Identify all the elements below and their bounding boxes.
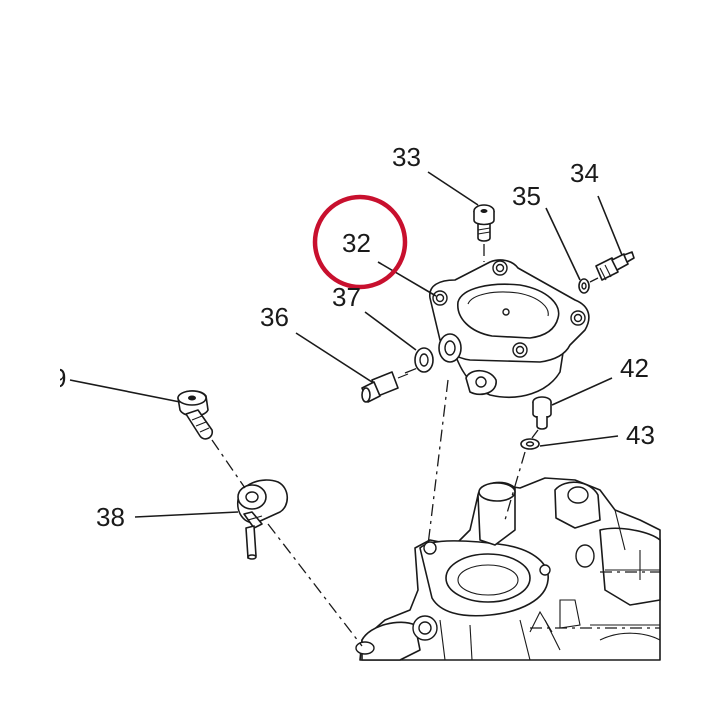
callout-43[interactable]: 43 — [626, 420, 655, 450]
callout-32[interactable]: 32 — [342, 228, 371, 258]
callouts: 33 34 35 32 37 36 9 42 43 38 — [52, 142, 655, 532]
crop-mask-left — [0, 350, 60, 410]
part-43-washer — [520, 438, 540, 450]
highlight-circle — [312, 194, 408, 290]
part-9-bolt — [177, 390, 214, 440]
callout-34[interactable]: 34 — [570, 158, 599, 188]
callout-42[interactable]: 42 — [620, 353, 649, 383]
callout-33[interactable]: 33 — [392, 142, 421, 172]
part-35-washer — [578, 278, 590, 294]
callout-37[interactable]: 37 — [332, 282, 361, 312]
engine-block — [355, 477, 661, 661]
part-37-washer — [414, 347, 434, 373]
callout-36[interactable]: 36 — [260, 302, 289, 332]
part-32-housing — [429, 259, 590, 399]
part-33-bolt — [473, 204, 495, 242]
part-42-bolt — [532, 396, 552, 430]
callout-35[interactable]: 35 — [512, 181, 541, 211]
part-36-fitting — [361, 371, 409, 403]
part-34-sensor — [595, 251, 635, 281]
leader-lines — [69, 171, 623, 518]
callout-38[interactable]: 38 — [96, 502, 125, 532]
part-38-knock-sensor — [236, 479, 289, 560]
alignment-lines — [211, 244, 660, 647]
